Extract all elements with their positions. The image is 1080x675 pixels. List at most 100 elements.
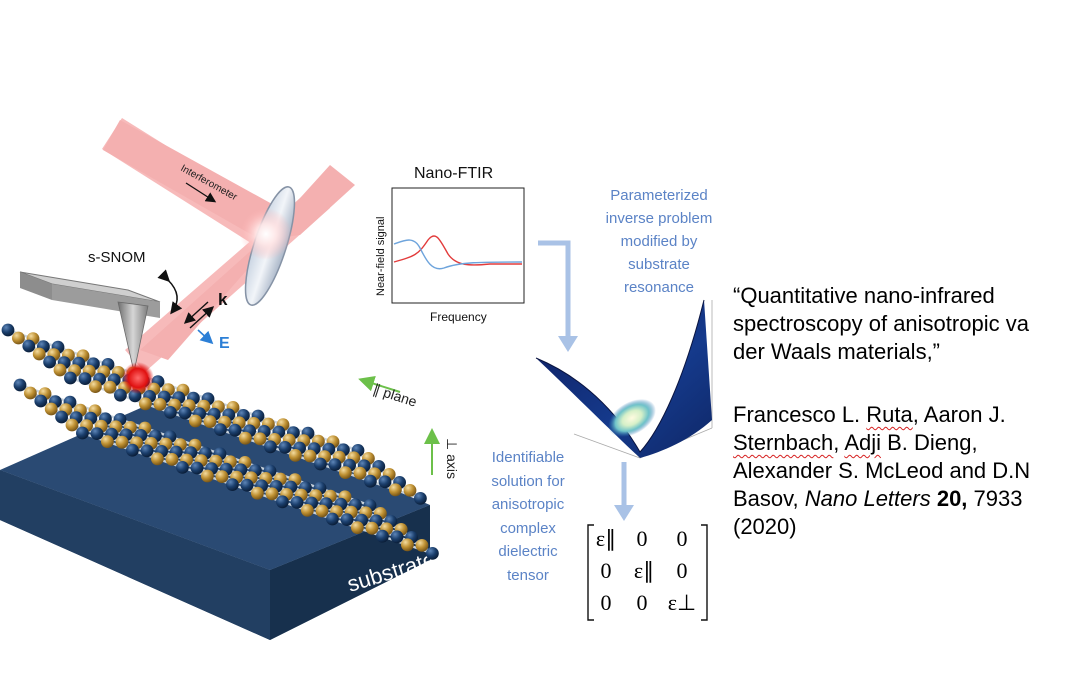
matrix-cell: 0 xyxy=(600,558,612,583)
atom-layer xyxy=(13,378,439,560)
annotation-line: inverse problem xyxy=(605,210,713,227)
gold-atom xyxy=(89,380,102,393)
author-text: Basov, xyxy=(733,486,805,511)
matrix-cell: ε∥ xyxy=(633,558,655,583)
flow-arrow-head-1 xyxy=(558,336,578,352)
annotation-line: resonance xyxy=(623,279,695,296)
navy-atom xyxy=(164,406,177,419)
gold-atom xyxy=(115,435,129,449)
navy-atom xyxy=(140,444,154,458)
gold-atom xyxy=(401,538,414,552)
parallel-plane-arrow xyxy=(358,375,401,393)
annotation-line: dielectric xyxy=(498,543,558,560)
spellcheck-flag: Adji xyxy=(844,430,881,455)
navy-atom xyxy=(278,441,292,454)
e-label: E xyxy=(219,335,230,352)
nano-ftir-xlabel: Frequency xyxy=(430,310,487,324)
probe-tip xyxy=(117,301,149,373)
k-arrow-out xyxy=(189,306,215,329)
navy-atom xyxy=(276,495,289,509)
matrix-cell: 0 xyxy=(636,590,648,615)
gold-atom xyxy=(215,470,229,483)
navy-atom xyxy=(34,394,48,408)
navy-atom xyxy=(364,474,377,488)
atom-layer xyxy=(1,323,427,505)
gold-atom xyxy=(301,504,314,517)
navy-atom xyxy=(78,372,92,385)
navy-atom xyxy=(228,423,242,437)
annotation-line: complex xyxy=(500,519,556,537)
nano-ftir-title: Nano-FTIR xyxy=(414,165,493,182)
author-text: B. Dieng, xyxy=(881,430,978,455)
gold-atom xyxy=(151,452,164,466)
matrix-left-bracket xyxy=(587,524,594,621)
gold-atom xyxy=(403,484,417,497)
author-text: , Aaron J. xyxy=(912,402,1006,427)
matrix-cell: 0 xyxy=(676,526,688,551)
navy-atom xyxy=(340,513,354,526)
navy-atom xyxy=(414,492,427,505)
author-line: Sternbach, Adji B. Dieng, xyxy=(733,429,1080,457)
navy-atom xyxy=(290,496,304,509)
annotation-line: anisotropic xyxy=(491,496,565,513)
gold-atom xyxy=(303,449,317,463)
navy-atom xyxy=(90,427,104,440)
navy-atom xyxy=(390,530,404,544)
navy-atom xyxy=(43,355,56,369)
navy-atom xyxy=(55,410,68,424)
navy-atom xyxy=(426,547,439,560)
journal-name: Nano Letters xyxy=(804,486,931,511)
flow-arrow-head-2 xyxy=(614,505,634,521)
s-snom-label: s-SNOM xyxy=(88,249,146,266)
gold-atom xyxy=(389,483,402,497)
cantilever xyxy=(19,271,161,373)
matrix-cell: 0 xyxy=(676,558,688,583)
navy-atom xyxy=(64,371,77,385)
navy-atom xyxy=(190,461,204,475)
navy-atom xyxy=(114,388,127,402)
oscillation-arrow xyxy=(157,269,183,315)
gold-atom xyxy=(139,397,152,411)
gold-atom xyxy=(253,432,267,446)
gold-atom xyxy=(44,402,58,416)
inverse-problem-annotation: Parameterized inverse problem modified b… xyxy=(585,184,733,299)
gold-atom xyxy=(103,380,117,394)
citation-line: Basov, Nano Letters 20, 7933 xyxy=(733,485,1080,513)
volume: 20, xyxy=(930,486,968,511)
title-line: der Waals materials,” xyxy=(733,339,941,364)
annotation-line: Identifiable xyxy=(491,449,565,466)
navy-atom xyxy=(214,423,227,436)
interferometer-arrow xyxy=(185,182,217,203)
gold-atom xyxy=(339,466,352,479)
annotation-line: solution for xyxy=(491,472,565,490)
spellcheck-flag: Ruta xyxy=(866,402,913,427)
gold-atom xyxy=(65,418,79,432)
k-label: k xyxy=(218,290,228,309)
paper-title: “Quantitative nano-infrared spectroscopy… xyxy=(733,282,1080,366)
navy-atom xyxy=(264,440,277,454)
annotation-line: modified by xyxy=(620,233,698,250)
annotation-line: substrate xyxy=(628,256,690,273)
matrix-cell: 0 xyxy=(636,526,648,551)
title-line: “Quantitative nano-infrared xyxy=(733,283,995,308)
gold-atom xyxy=(239,431,252,445)
gold-atom xyxy=(265,487,279,501)
navy-atom xyxy=(314,457,327,471)
gold-atom xyxy=(315,504,329,518)
dielectric-tensor: ε∥ 0 0 0 ε∥ 0 0 0 ε⊥ xyxy=(592,526,704,622)
spellcheck-flag: Sternbach xyxy=(733,430,834,455)
nano-ftir-ylabel: Near-field signal xyxy=(375,217,387,296)
navy-atom xyxy=(125,443,139,457)
gold-atom xyxy=(153,398,167,411)
author-line: Alexander S. McLeod and D.N xyxy=(733,458,1031,483)
gold-atom xyxy=(415,539,429,552)
author-text: , xyxy=(833,430,845,455)
gold-atom xyxy=(189,414,202,428)
page-number: 7933 xyxy=(967,486,1023,511)
navy-atom xyxy=(328,458,342,471)
nano-ftir-blue-curve xyxy=(393,239,523,270)
title-line: spectroscopy of anisotropic va xyxy=(733,311,1029,336)
matrix-cell: ε⊥ xyxy=(667,590,697,615)
navy-atom xyxy=(376,529,389,543)
